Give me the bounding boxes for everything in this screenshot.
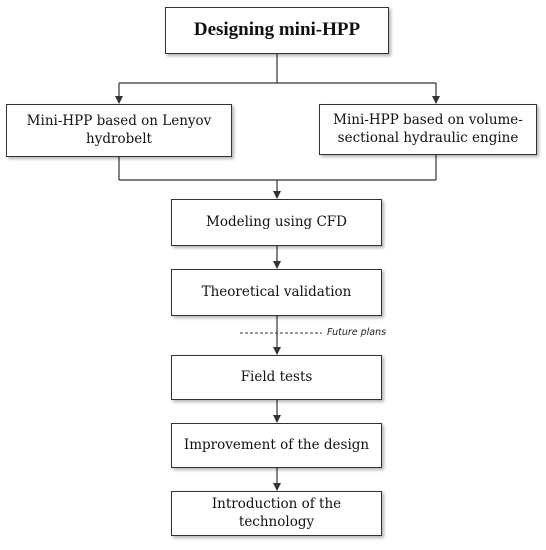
title-box: Designing mini-HPP [165,7,389,54]
left-branch-box: Mini-HPP based on Lenyov hydrobelt [6,104,232,157]
step-text-field-tests: Field tests [240,368,313,385]
step-box-field-tests: Field tests [171,355,382,400]
step-box-theoretical-validation: Theoretical validation [171,269,382,316]
step-text-modeling: Modeling using CFD [206,213,347,230]
future-plans-label: Future plans [327,327,387,338]
step-box-modeling: Modeling using CFD [171,199,382,246]
step-box-introduction: Introduction of the technology [171,491,382,536]
title-text: Designing mini-HPP [193,19,361,41]
right-branch-text: Mini-HPP based on volume-sectional hydra… [333,111,523,146]
step-text-introduction: Introduction of the technology [211,495,342,530]
step-text-theoretical-validation: Theoretical validation [201,283,352,300]
step-text-improvement: Improvement of the design [183,436,370,453]
step-box-improvement: Improvement of the design [171,423,382,468]
right-branch-box: Mini-HPP based on volume-sectional hydra… [319,104,537,155]
left-branch-text: Mini-HPP based on Lenyov hydrobelt [26,112,212,147]
